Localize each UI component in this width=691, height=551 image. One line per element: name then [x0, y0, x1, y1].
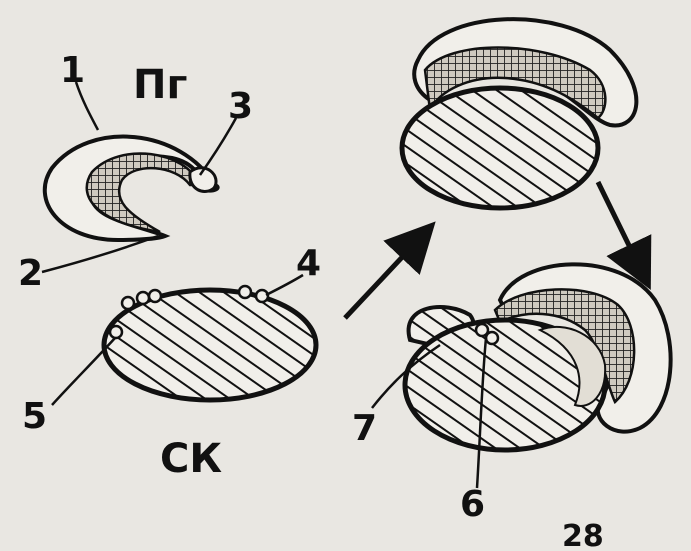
- br-dot: [486, 332, 498, 344]
- pg-title: Пг: [133, 62, 187, 108]
- tr-ellipse: [402, 88, 598, 208]
- label-6: 6: [460, 484, 485, 525]
- sk-dot: [122, 297, 134, 309]
- label-5: 5: [22, 396, 47, 437]
- page-number: 28: [562, 519, 604, 551]
- sk-title: СК: [160, 436, 222, 482]
- sk-ellipse: [104, 290, 316, 400]
- sk-dot: [239, 286, 251, 298]
- sk-dot: [137, 292, 149, 304]
- label-1: 1: [60, 50, 85, 91]
- label-3: 3: [228, 86, 253, 127]
- label-2: 2: [18, 253, 43, 294]
- sk-dot: [256, 290, 268, 302]
- label-7: 7: [352, 408, 377, 449]
- sk-dot: [149, 290, 161, 302]
- sk-dot: [110, 326, 122, 338]
- label-4: 4: [296, 243, 321, 284]
